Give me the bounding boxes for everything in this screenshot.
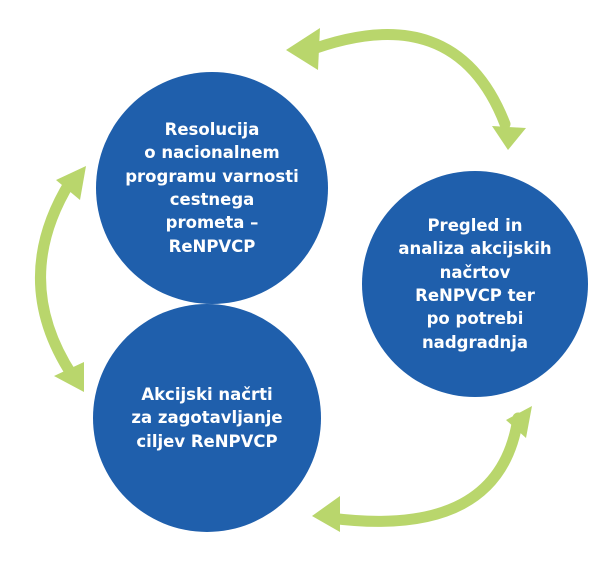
arrowhead-bottom-start	[506, 406, 532, 438]
node-review-label: Pregled in analiza akcijskih načrtov ReN…	[398, 215, 552, 352]
arrow-top	[286, 28, 526, 150]
arrowhead-top-end	[492, 126, 526, 150]
arrow-left	[35, 166, 86, 392]
node-review: Pregled in analiza akcijskih načrtov ReN…	[362, 171, 588, 397]
node-action-plans: Akcijski načrti za zagotavljanje ciljev …	[93, 304, 321, 532]
node-action-plans-label: Akcijski načrti za zagotavljanje ciljev …	[131, 384, 283, 451]
arrowhead-top-start	[286, 28, 320, 70]
node-resolution-label: Resolucija o nacionalnem programu varnos…	[125, 119, 299, 256]
arrowhead-left-start	[56, 166, 86, 200]
node-resolution: Resolucija o nacionalnem programu varnos…	[96, 72, 328, 304]
arrow-bottom-right	[312, 406, 532, 532]
arrowhead-left-end	[54, 362, 84, 392]
arrowhead-bottom-end	[312, 496, 340, 532]
